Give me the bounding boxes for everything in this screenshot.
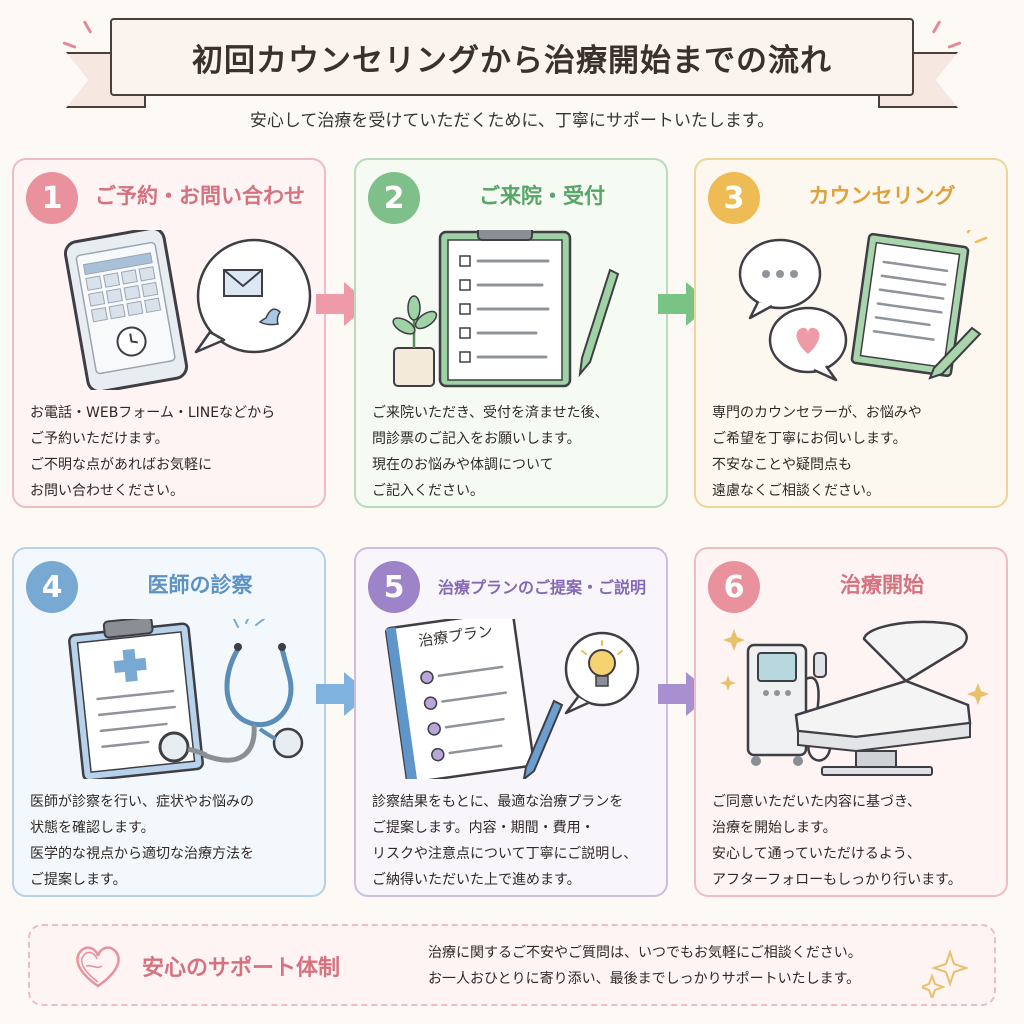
treatment-plan-icon: 治療プラン <box>366 619 660 779</box>
smartphone-calendar-icon <box>63 230 312 390</box>
support-label: 安心のサポート体制 <box>142 956 341 981</box>
step-title: カウンセリング <box>808 184 956 208</box>
description-line: ご提案します。 <box>30 872 127 888</box>
title-banner: 初回カウンセリングから治療開始までの流れ <box>110 18 914 96</box>
treatment-chair-icon <box>720 620 989 776</box>
step-card-2: 2 ご来院・受付 ご来院いただき、受付を済ませた後、 問診票のご記入をお願いしま… <box>354 158 668 508</box>
description-line: ご納得いただいた上で進めます。 <box>372 872 581 888</box>
spark-icon <box>62 41 77 49</box>
spark-icon <box>931 20 942 34</box>
step-number: 3 <box>708 172 760 224</box>
description-line: 安心して通っていただけるよう、 <box>712 846 921 862</box>
support-banner: 安心のサポート体制 治療に関するご不安やご質問は、いつでもお気軽にご相談ください… <box>28 924 996 1006</box>
description-line: リスクや注意点について丁寧にご説明し、 <box>372 846 638 862</box>
description-line: ご提案します。内容・期間・費用・ <box>372 820 595 836</box>
step-card-5: 5 治療プランのご提案・ご説明 治療プラン <box>354 547 668 897</box>
support-line: お一人おひとりに寄り添い、最後までしっかりサポートいたします。 <box>428 971 861 987</box>
step-number: 4 <box>26 561 78 613</box>
step-number: 5 <box>368 561 420 613</box>
step-description: 専門のカウンセラーが、お悩みや ご希望を丁寧にお伺いします。 不安なことや疑問点… <box>712 400 996 504</box>
step-description: ご来院いただき、受付を済ませた後、 問診票のご記入をお願いします。 現在のお悩み… <box>372 400 656 504</box>
step-number: 2 <box>368 172 420 224</box>
step-card-1: 1 ご予約・お問い合わせ お電話・WEBフォーム・LINEなどから ご予約いただ… <box>12 158 326 508</box>
step-card-3: 3 カウンセリング 専門のカウンセラーが、お悩みや ご希望を丁寧にお伺いします。… <box>694 158 1008 508</box>
step-title: ご予約・お問い合わせ <box>95 184 305 208</box>
description-line: ご希望を丁寧にお伺いします。 <box>712 431 907 447</box>
sparkle-icon <box>922 950 968 998</box>
chat-bubbles-icon <box>738 230 988 382</box>
step-title: 医師の診察 <box>147 573 253 597</box>
description-line: 問診票のご記入をお願いします。 <box>372 431 581 447</box>
heart-icon <box>76 946 120 988</box>
step-description: 医師が診察を行い、症状やお悩みの 状態を確認します。 医学的な視点から適切な治療… <box>30 789 314 893</box>
spark-icon <box>947 41 962 49</box>
description-line: お電話・WEBフォーム・LINEなどから <box>30 405 276 421</box>
page-subtitle: 安心して治療を受けていただくために、丁寧にサポートいたします。 <box>249 111 775 131</box>
step-description: 診察結果をもとに、最適な治療プランを ご提案します。内容・期間・費用・ リスクや… <box>372 789 656 893</box>
description-line: 不安なことや疑問点も <box>712 457 852 473</box>
description-line: ご不明な点があればお気軽に <box>30 457 212 473</box>
page-title: 初回カウンセリングから治療開始までの流れ <box>192 42 832 79</box>
description-line: 専門のカウンセラーが、お悩みや <box>712 405 922 421</box>
clipboard-checklist-icon <box>392 230 620 388</box>
support-line: 治療に関するご不安やご質問は、いつでもお気軽にご相談ください。 <box>428 945 862 961</box>
description-line: 現在のお悩みや体調について <box>372 457 554 473</box>
description-line: ご同意いただいた内容に基づき、 <box>712 794 922 810</box>
description-line: 医学的な視点から適切な治療方法を <box>30 846 254 862</box>
step-card-4: 4 医師の診察 医師が診察を行い、症状やお悩みの 状態を確認します。 医学的な視… <box>12 547 326 897</box>
header-banner: 初回カウンセリングから治療開始までの流れ <box>60 14 964 114</box>
description-line: 診察結果をもとに、最適な治療プランを <box>372 794 624 810</box>
stethoscope-icon <box>68 619 304 779</box>
plan-document-icon <box>385 619 640 779</box>
step-description: お電話・WEBフォーム・LINEなどから ご予約いただけます。 ご不明な点があれ… <box>30 400 314 504</box>
support-text: 治療に関するご不安やご質問は、いつでもお気軽にご相談ください。 お一人おひとりに… <box>428 940 862 992</box>
step-description: ご同意いただいた内容に基づき、 治療を開始します。 安心して通っていただけるよう… <box>712 789 996 893</box>
spark-icon <box>82 20 93 34</box>
step-card-6: 6 治療開始 ご同意いただいた内容に基づき、 治療を開始します。 安心して通って… <box>694 547 1008 897</box>
description-line: ご記入ください。 <box>372 483 484 499</box>
description-line: 治療を開始します。 <box>712 820 837 836</box>
step-title: 治療プランのご提案・ご説明 <box>437 578 646 597</box>
description-line: ご来院いただき、受付を済ませた後、 <box>372 405 609 421</box>
step-number: 1 <box>26 172 78 224</box>
step-number: 6 <box>708 561 760 613</box>
step-title: 治療開始 <box>840 573 924 597</box>
description-line: 状態を確認します。 <box>30 820 155 836</box>
description-line: 医師が診察を行い、症状やお悩みの <box>30 794 254 810</box>
description-line: ご予約いただけます。 <box>30 431 169 447</box>
step-title: ご来院・受付 <box>479 184 605 208</box>
description-line: お問い合わせください。 <box>30 483 184 499</box>
description-line: 遠慮なくご相談ください。 <box>712 483 880 499</box>
description-line: アフターフォローもしっかり行います。 <box>712 872 962 888</box>
